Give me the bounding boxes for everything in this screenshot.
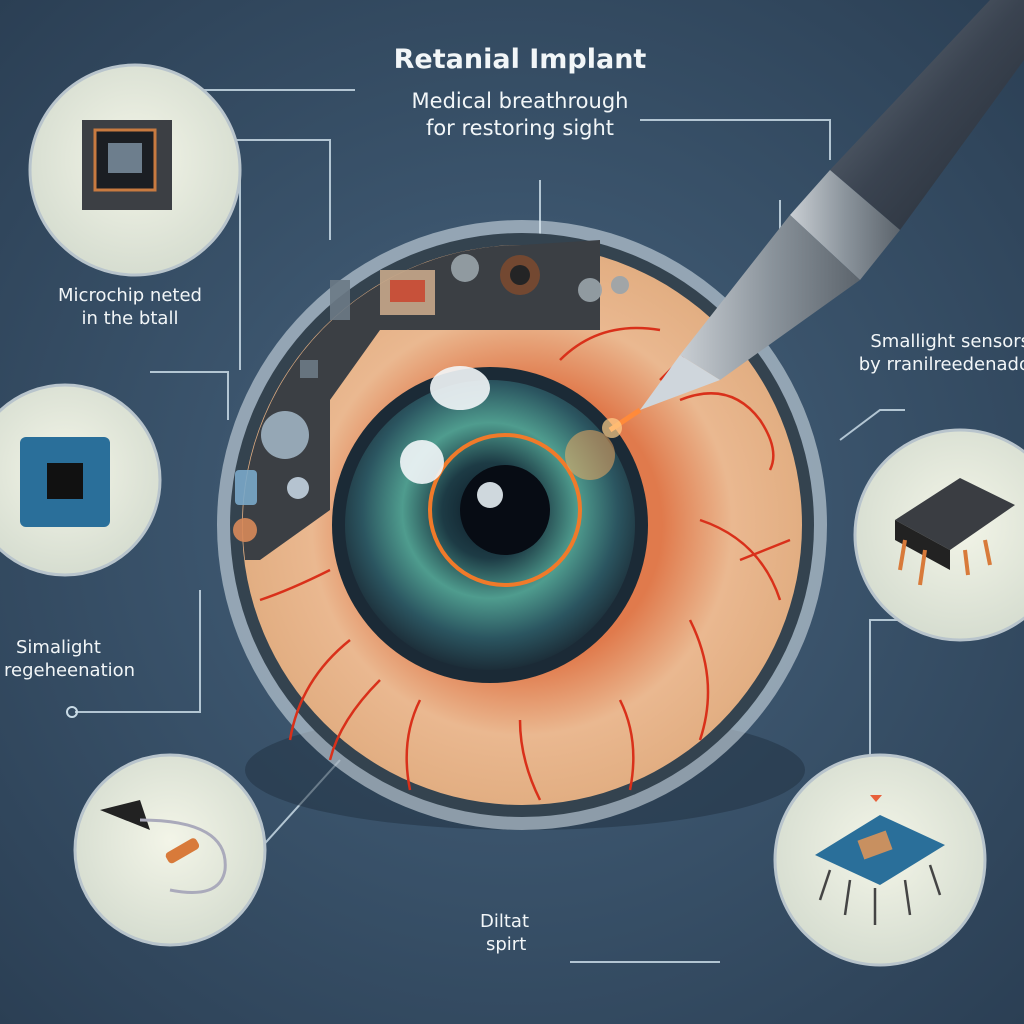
label-spirt-line-2: spirt <box>486 934 527 956</box>
page-title: Retanial Implant <box>393 44 647 75</box>
label-sensors-line-2: by rranilreedenado <box>858 354 1024 376</box>
label-regeneration-line-2: regeheenation <box>4 660 136 682</box>
label-microchip-line-2: in the btall <box>81 308 179 330</box>
callout-implant-chip <box>773 753 987 967</box>
subtitle-line-2: for restoring sight <box>425 116 615 141</box>
pupil <box>460 465 550 555</box>
label-microchip-line-1: Microchip neted <box>58 285 202 306</box>
subtitle-line-1: Medical breathrough <box>411 89 629 113</box>
callout-electrode <box>73 753 267 947</box>
callout-sensor-chip <box>853 428 1024 642</box>
label-sensors: Smallight sensors by rranilreedenado <box>800 330 1024 377</box>
connector-dot <box>66 706 78 718</box>
label-spirt-line-1: Diltat <box>480 911 530 932</box>
subtitle: Medical breathrough for restoring sight <box>350 88 690 143</box>
blood-vessels <box>259 326 791 801</box>
callout-chip-board <box>0 383 162 577</box>
label-microchip: Microchip neted in the btall <box>30 284 230 331</box>
label-sensors-line-1: Smallight sensors <box>870 331 1024 352</box>
label-regeneration-line-1: Simalight <box>16 637 101 658</box>
callout-microchip <box>28 63 242 277</box>
surgical-pen <box>602 0 1024 438</box>
label-regeneration: Simalight regeheenation <box>0 636 160 683</box>
label-spirt: Diltat spirt <box>480 910 570 957</box>
pointer-arrow <box>870 795 882 802</box>
